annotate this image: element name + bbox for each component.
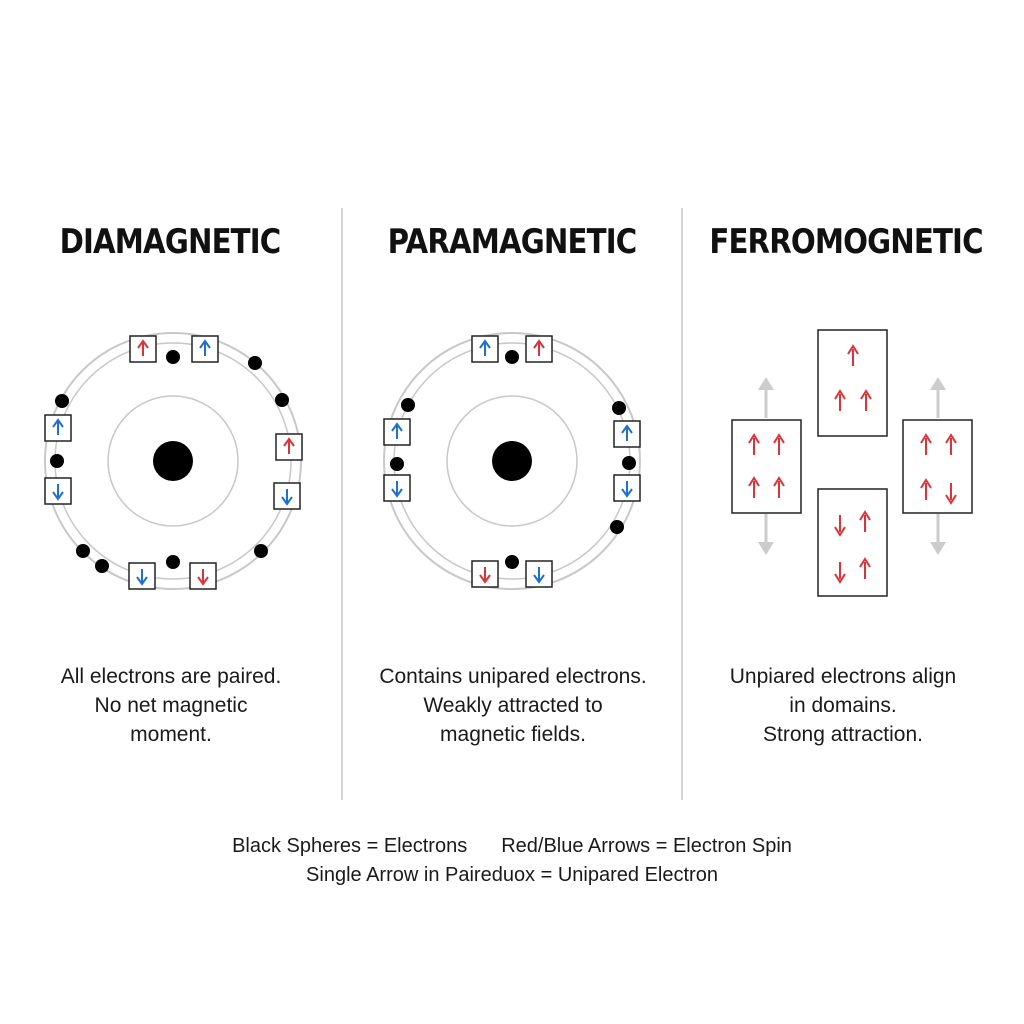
field-arrow-up-icon <box>758 377 774 418</box>
description-line: Contains unipared electrons. <box>379 665 647 688</box>
description-line: Unpiared electrons align <box>729 665 957 688</box>
divider-left <box>341 208 343 800</box>
description-line: Weakly attracted to <box>423 694 603 717</box>
paramagnetic-atom-diagram <box>383 332 641 590</box>
description-line: in domains. <box>789 694 897 717</box>
domain-left <box>731 419 802 514</box>
electron <box>505 350 519 364</box>
outer-orbit <box>44 332 302 590</box>
description-line: No net magnetic <box>94 694 248 717</box>
electron <box>55 394 69 408</box>
electron <box>76 544 90 558</box>
spin-box-up-red <box>275 433 303 461</box>
electron <box>50 454 64 468</box>
electron <box>166 350 180 364</box>
spin-box-down-blue <box>525 560 553 588</box>
description-line: All electrons are paired. <box>60 665 282 688</box>
ferromagnetic-description: Unpiared electrons align in domains. Str… <box>673 662 1013 749</box>
electron <box>610 520 624 534</box>
spin-box-up-blue <box>44 414 72 442</box>
ferromagnetic-title: FERROMOGNETIC <box>709 222 983 262</box>
spin-box-up-red <box>129 335 157 363</box>
ferromagnetic-domains-diagram <box>731 329 973 597</box>
spin-box-down-red <box>471 560 499 588</box>
domain-bottom <box>817 488 888 597</box>
spin-box-down-blue <box>273 482 301 510</box>
spin-box-up-red <box>525 335 553 363</box>
spin-box-up-blue <box>383 418 411 446</box>
inner-orbit <box>446 395 578 527</box>
divider-right <box>681 208 683 800</box>
inner-orbit <box>107 395 239 527</box>
electron <box>390 457 404 471</box>
spin-box-down-blue <box>44 477 72 505</box>
legend-line-2: Single Arrow in Paireduox = Unipared Ele… <box>0 864 1024 887</box>
outer-orbit <box>383 332 641 590</box>
electron <box>401 398 415 412</box>
field-arrow-down-icon <box>930 514 946 555</box>
field-arrow-up-icon <box>930 377 946 418</box>
electron <box>622 456 636 470</box>
paramagnetic-description: Contains unipared electrons. Weakly attr… <box>343 662 683 749</box>
spin-box-up-blue <box>191 335 219 363</box>
domain-right <box>902 419 973 514</box>
spin-box-down-blue <box>613 474 641 502</box>
description-line: Strong attraction. <box>763 723 923 746</box>
description-line: magnetic fields. <box>440 723 586 746</box>
paramagnetic-title: PARAMAGNETIC <box>387 222 638 262</box>
spin-box-up-blue <box>471 335 499 363</box>
description-line: moment. <box>130 723 212 746</box>
legend-spin: Red/Blue Arrows = Electron Spin <box>501 835 792 857</box>
electron <box>275 393 289 407</box>
electron <box>95 559 109 573</box>
electron <box>612 401 626 415</box>
electron <box>166 555 180 569</box>
legend-electrons: Black Spheres = Electrons <box>232 835 468 857</box>
diamagnetic-description: All electrons are paired. No net magneti… <box>1 662 341 749</box>
legend-line-1: Black Spheres = Electrons Red/Blue Arrows… <box>0 835 1024 858</box>
nucleus <box>492 441 532 481</box>
nucleus <box>153 441 193 481</box>
spin-box-up-blue <box>613 420 641 448</box>
spin-box-down-red <box>189 562 217 590</box>
spin-box-down-blue <box>383 474 411 502</box>
electron <box>254 544 268 558</box>
diamagnetic-atom-diagram <box>44 332 303 590</box>
electron <box>505 555 519 569</box>
electron <box>248 356 262 370</box>
spin-box-down-blue <box>128 562 156 590</box>
domain-top <box>817 329 888 437</box>
diamagnetic-title: DIAMAGNETIC <box>59 222 282 262</box>
legend-unpaired: Single Arrow in Paireduox = Unipared Ele… <box>306 864 718 886</box>
field-arrow-down-icon <box>758 514 774 555</box>
